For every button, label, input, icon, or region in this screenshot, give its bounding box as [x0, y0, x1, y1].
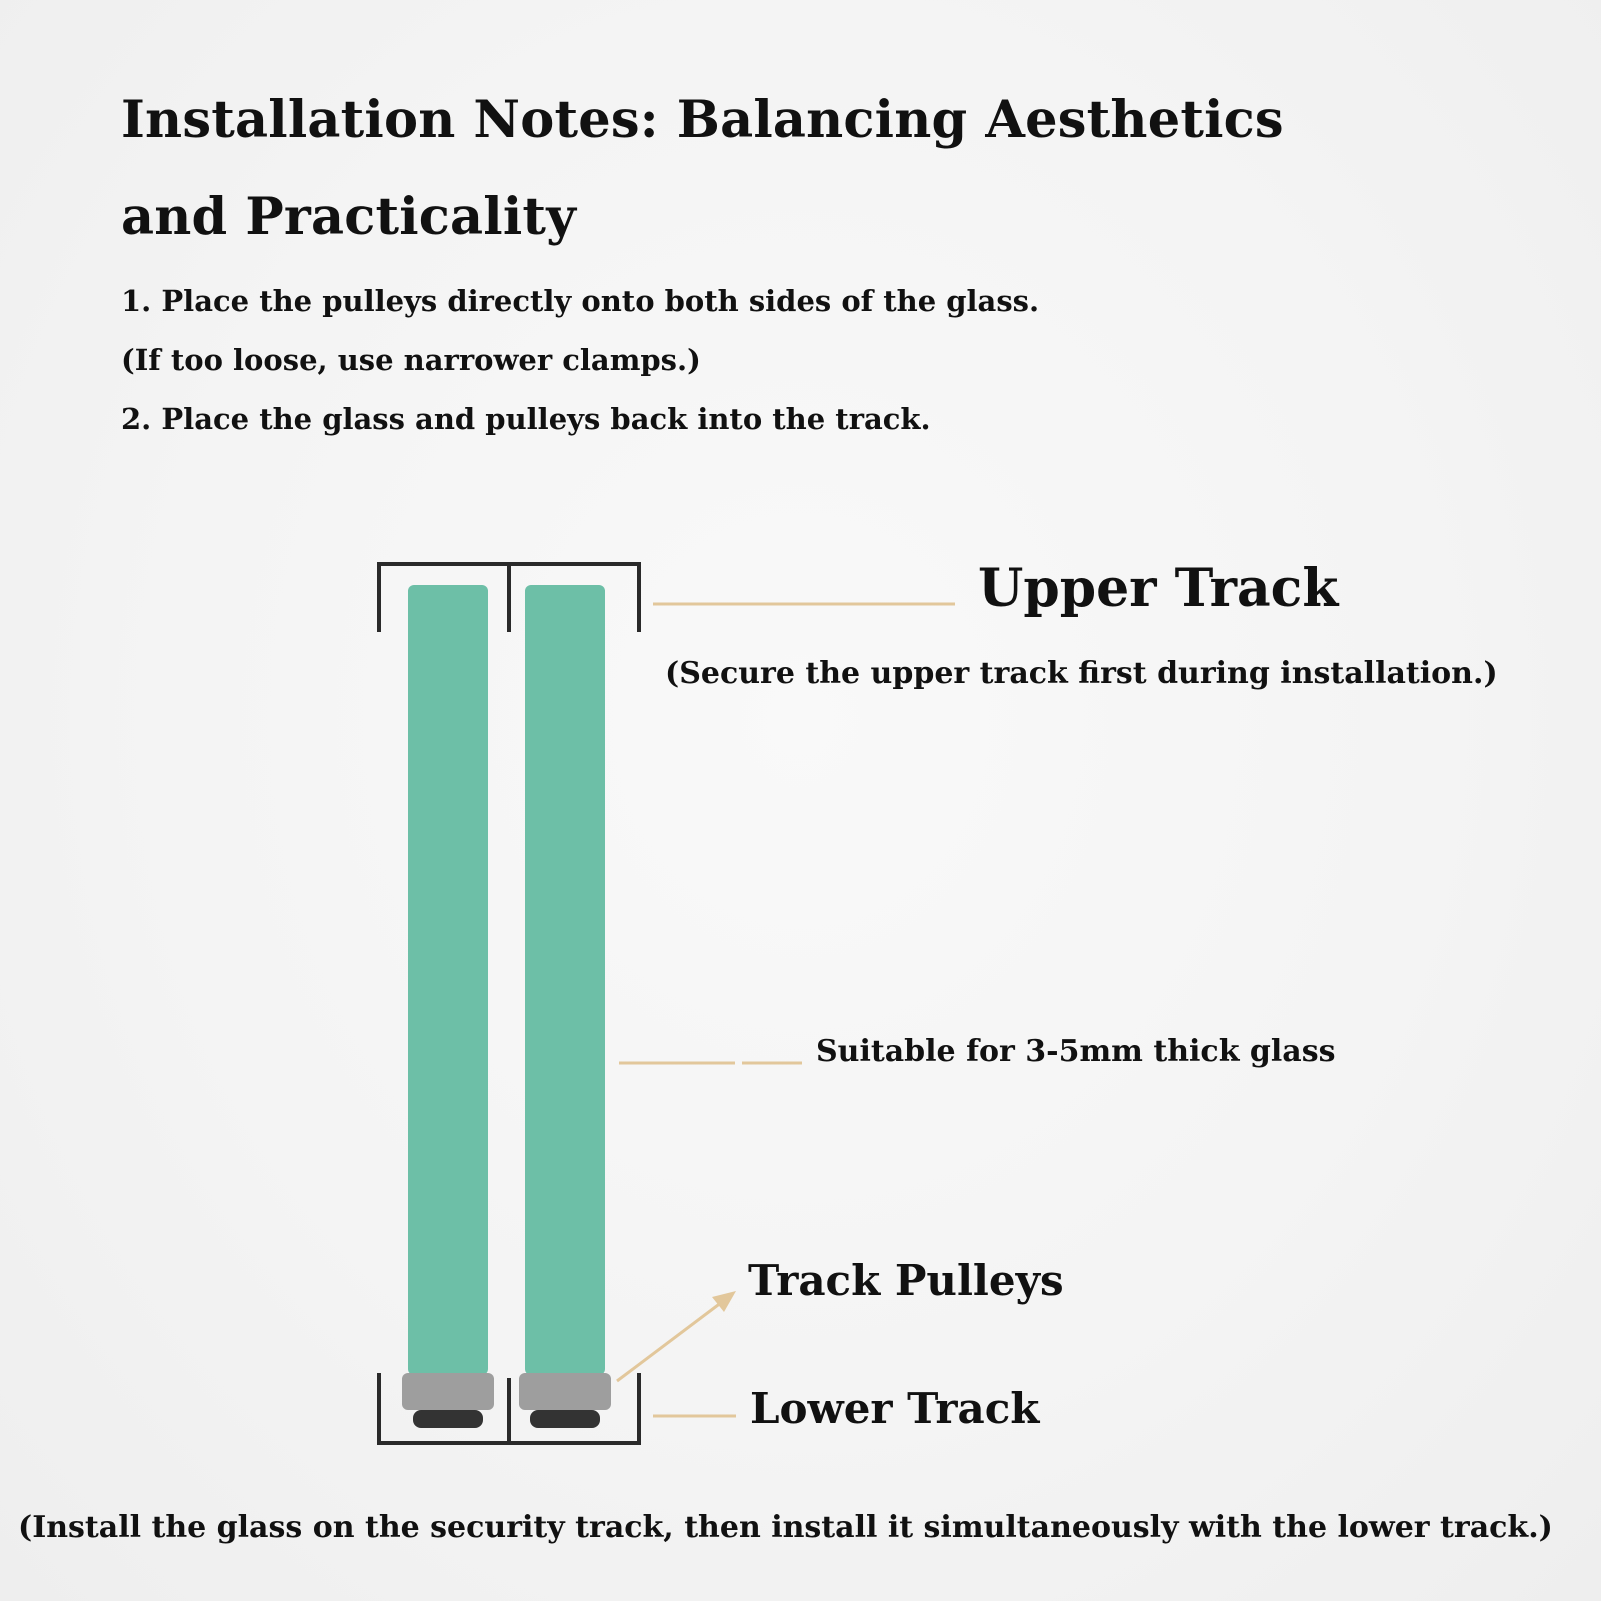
- upper-track-bracket: [377, 562, 641, 632]
- lower-track-label: Lower Track: [750, 1384, 1040, 1433]
- track-pulleys-label: Track Pulleys: [748, 1256, 1064, 1305]
- page-title: Installation Notes: Balancing Aesthetics…: [121, 72, 1421, 266]
- pulley-right-base: [530, 1410, 600, 1428]
- instruction-steps: 1. Place the pulleys directly onto both …: [121, 272, 1039, 449]
- glass-panel-left: [408, 585, 488, 1375]
- pulley-arrow-head: [712, 1291, 736, 1312]
- glass-thickness-label: Suitable for 3-5mm thick glass: [816, 1034, 1336, 1069]
- step-2: 2. Place the glass and pulleys back into…: [121, 402, 931, 436]
- upper-track-note: (Secure the upper track first during ins…: [665, 656, 1498, 691]
- lower-track-bracket: [377, 1373, 641, 1445]
- pulley-arrow-line: [616, 1300, 723, 1383]
- footer-note: (Install the glass on the security track…: [18, 1510, 1553, 1545]
- page-title-line-1: Installation Notes: Balancing Aesthetics: [121, 90, 1284, 150]
- step-1: 1. Place the pulleys directly onto both …: [121, 284, 1040, 318]
- glass-panel-right: [525, 585, 605, 1375]
- pulley-right: [519, 1373, 611, 1410]
- upper-track-label: Upper Track: [978, 558, 1339, 619]
- pulley-left: [402, 1373, 494, 1410]
- page-title-line-2: and Practicality: [121, 187, 577, 247]
- step-1-note: (If too loose, use narrower clamps.): [121, 343, 701, 377]
- pulley-left-base: [413, 1410, 483, 1428]
